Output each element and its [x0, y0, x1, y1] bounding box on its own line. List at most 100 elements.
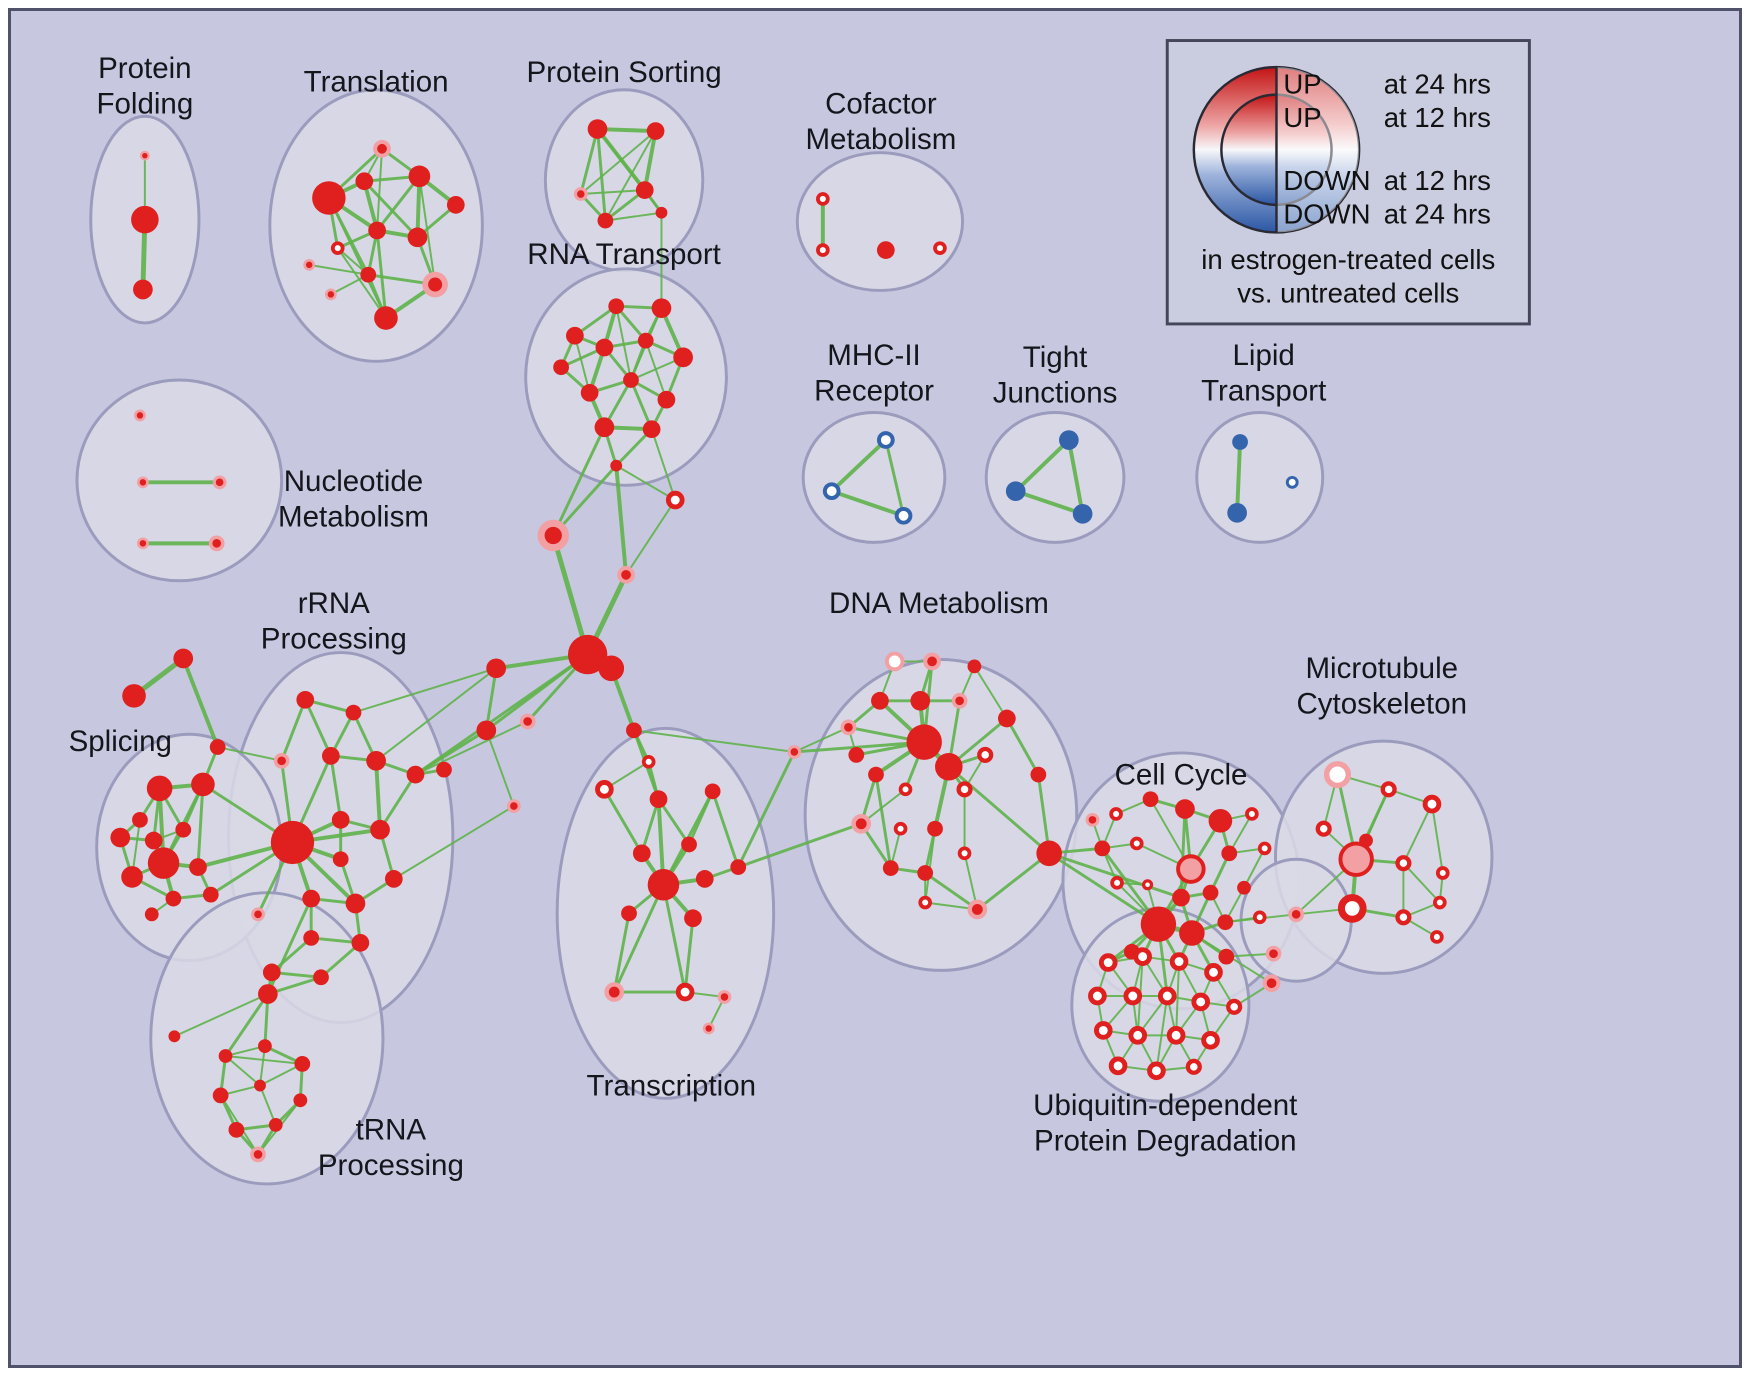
- network-node-u2: [1133, 947, 1152, 966]
- network-edge: [573, 334, 591, 394]
- network-node-tn1: [258, 984, 278, 1004]
- network-node-h3: [894, 506, 913, 525]
- network-node-r9: [331, 811, 350, 829]
- network-edge: [374, 758, 383, 832]
- network-edge: [579, 130, 657, 196]
- network-edge: [485, 729, 515, 808]
- network-edge: [224, 1055, 261, 1087]
- network-node-x6: [486, 658, 506, 679]
- network-node-n12: [642, 420, 661, 439]
- network-node-l3: [1285, 475, 1299, 489]
- network-edge: [1047, 851, 1160, 926]
- network-node-d15: [1030, 766, 1047, 783]
- network-node-g7: [621, 905, 637, 922]
- network-node-j2: [1005, 481, 1026, 502]
- network-node-r10: [370, 819, 390, 840]
- network-edge: [375, 667, 498, 762]
- network-node-k14: [1202, 884, 1219, 901]
- network-node-t9: [303, 258, 316, 271]
- cluster-label-protein-folding: Folding: [96, 87, 193, 120]
- network-node-n5: [595, 338, 614, 357]
- network-node-p7: [147, 847, 180, 879]
- network-edge: [259, 1062, 304, 1087]
- network-node-x13: [787, 745, 802, 759]
- network-node-p10: [165, 890, 182, 907]
- network-node-g1: [649, 790, 668, 809]
- network-edge: [615, 464, 677, 502]
- network-node-n1: [566, 326, 584, 345]
- cluster-region-cofactor-metabolism: [795, 151, 965, 292]
- cluster-label-microtubule-cytoskeleton: Cytoskeleton: [1296, 688, 1467, 721]
- network-edge: [259, 1084, 277, 1126]
- network-node-k1: [1109, 807, 1123, 821]
- network-node-p9: [121, 866, 143, 888]
- network-node-k8: [1176, 854, 1206, 884]
- network-node-pf2: [131, 205, 159, 234]
- network-node-d2: [884, 651, 905, 672]
- network-node-tn10: [250, 1146, 266, 1163]
- network-node-k12: [1142, 879, 1154, 891]
- network-node-g11: [675, 982, 695, 1002]
- network-edge: [173, 993, 269, 1038]
- network-node-k4: [1208, 809, 1233, 833]
- network-node-tn9: [268, 1118, 283, 1132]
- network-node-k9: [1221, 845, 1238, 862]
- network-node-r7: [436, 761, 452, 778]
- network-node-t1: [312, 181, 346, 215]
- network-edge: [1013, 489, 1085, 516]
- network-node-r2: [345, 704, 362, 721]
- network-node-f3: [209, 739, 226, 755]
- network-node-k16: [1140, 906, 1177, 942]
- network-node-d11: [977, 746, 994, 763]
- network-edge: [1402, 862, 1441, 904]
- network-node-u3: [1169, 952, 1189, 971]
- network-node-g13: [702, 1022, 715, 1035]
- network-node-m2: [1380, 781, 1397, 798]
- network-edge: [392, 805, 515, 880]
- network-node-k23: [1085, 812, 1100, 827]
- network-node-r12: [302, 889, 321, 908]
- network-node-j1: [1059, 430, 1079, 450]
- network-node-d16: [851, 813, 872, 834]
- network-node-p4: [110, 827, 131, 848]
- network-node-n3: [651, 298, 672, 319]
- legend-down12-label: DOWN: [1283, 165, 1370, 196]
- network-node-nm2: [136, 476, 149, 489]
- cluster-label-lipid-transport: Lipid: [1232, 339, 1294, 372]
- network-node-m9: [1337, 894, 1367, 923]
- network-node-m3: [1422, 794, 1442, 814]
- network-node-d21: [882, 860, 899, 876]
- network-node-r4: [321, 747, 340, 765]
- cluster-label-splicing: Splicing: [69, 725, 172, 758]
- network-node-x12: [506, 799, 521, 813]
- network-edge: [1013, 438, 1071, 494]
- network-edge: [924, 827, 937, 904]
- cluster-label-mhc-ii-receptor: MHC-II: [827, 339, 920, 372]
- network-node-tn2: [218, 1049, 233, 1063]
- network-node-nm4: [136, 537, 149, 550]
- network-edge: [550, 533, 591, 658]
- network-edge: [216, 746, 283, 762]
- network-node-r11: [332, 851, 349, 868]
- cluster-label-trna-processing: Processing: [318, 1149, 464, 1182]
- network-node-sb1: [1288, 906, 1305, 923]
- network-node-u11: [1128, 1026, 1148, 1045]
- network-node-n6: [637, 332, 654, 349]
- network-node-u12: [1166, 1026, 1186, 1045]
- network-node-p2: [191, 772, 215, 797]
- network-node-k22: [1265, 945, 1282, 962]
- network-node-g2: [704, 783, 721, 800]
- network-edge: [413, 653, 590, 777]
- legend-up24-time: at 24 hrs: [1384, 69, 1491, 100]
- network-node-nm5: [208, 535, 225, 552]
- network-node-t4: [408, 165, 431, 188]
- cluster-label-lipid-transport: Transport: [1201, 375, 1326, 408]
- network-node-h2: [822, 482, 841, 501]
- cluster-region-mhc-ii-receptor: [801, 411, 947, 544]
- network-node-h1: [876, 431, 895, 449]
- network-node-m8: [1435, 866, 1450, 880]
- network-node-m1: [1323, 761, 1352, 789]
- network-node-u4: [1204, 963, 1223, 982]
